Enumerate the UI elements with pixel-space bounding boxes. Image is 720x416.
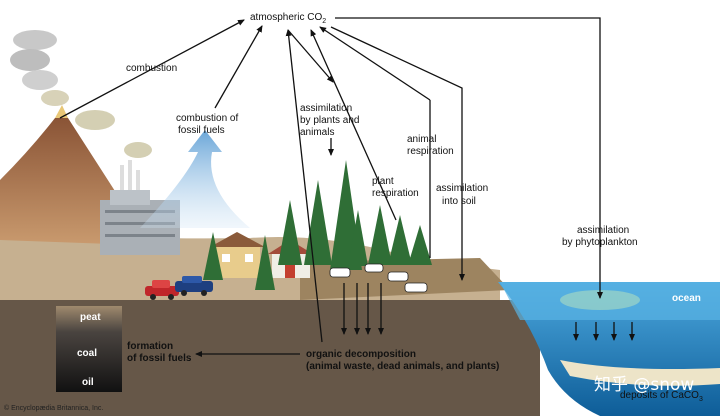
assim-plants-label-2: by plants and (300, 115, 360, 126)
arrows (59, 17, 635, 357)
plant-resp-label-2: respiration (372, 188, 419, 199)
formation-label-1: formation (127, 341, 173, 352)
arrow-plant-respiration (310, 29, 397, 221)
underground-soil (0, 300, 540, 416)
credit-text: © Encyclopædia Britannica, Inc. (4, 404, 103, 412)
phytoplankton-bloom (560, 290, 640, 310)
atmosphere-title: atmospheric CO2 (250, 12, 326, 25)
assim-plants-label-1: assimilation (300, 103, 352, 114)
assim-phyto-label-1: assimilation (577, 225, 629, 236)
arrow-combustion (59, 19, 245, 119)
ocean-label: ocean (672, 293, 701, 304)
assim-soil-label-2: into soil (442, 196, 476, 207)
animal-resp-label-2: respiration (407, 146, 454, 157)
deposits-label: deposits of CaCO3 (620, 390, 703, 403)
arrow-organic-to-atmosphere (285, 29, 323, 343)
cars (145, 276, 213, 300)
assim-plants-label-3: animals (300, 127, 334, 138)
watermark: 知乎 @snow (594, 375, 694, 395)
animal-resp-label-1: animal (407, 134, 436, 145)
plant-resp-label-1: plant (372, 176, 394, 187)
combustion-fossil-label-2: fossil fuels (178, 125, 225, 136)
peat-label: peat (80, 312, 101, 323)
coal-label: coal (77, 348, 97, 359)
oil-label: oil (82, 377, 94, 388)
labels: atmospheric CO2 combustion combustion of… (4, 12, 703, 412)
grazing-animals (329, 263, 428, 293)
assim-soil-label-1: assimilation (436, 183, 488, 194)
fossil-fuel-pit: peat coal oil (56, 306, 122, 392)
arrow-animal-respiration (319, 26, 431, 101)
ocean-area (498, 282, 720, 416)
arrow-assimilation-plants (287, 29, 334, 83)
caco3-deposits (560, 360, 720, 386)
arrow-fossil-combustion (214, 25, 263, 109)
assim-phyto-label-2: by phytoplankton (562, 237, 638, 248)
formation-label-2: of fossil fuels (127, 353, 192, 364)
fossil-fuel-emission-arrow (140, 130, 250, 228)
arrow-assimilation-phytoplankton (335, 17, 603, 299)
arrow-assimilation-soil (330, 26, 465, 281)
organic-label-2: (animal waste, dead animals, and plants) (306, 361, 499, 372)
combustion-label: combustion (126, 63, 177, 74)
organic-label-1: organic decomposition (306, 349, 416, 360)
combustion-fossil-label-1: combustion of (176, 113, 238, 124)
